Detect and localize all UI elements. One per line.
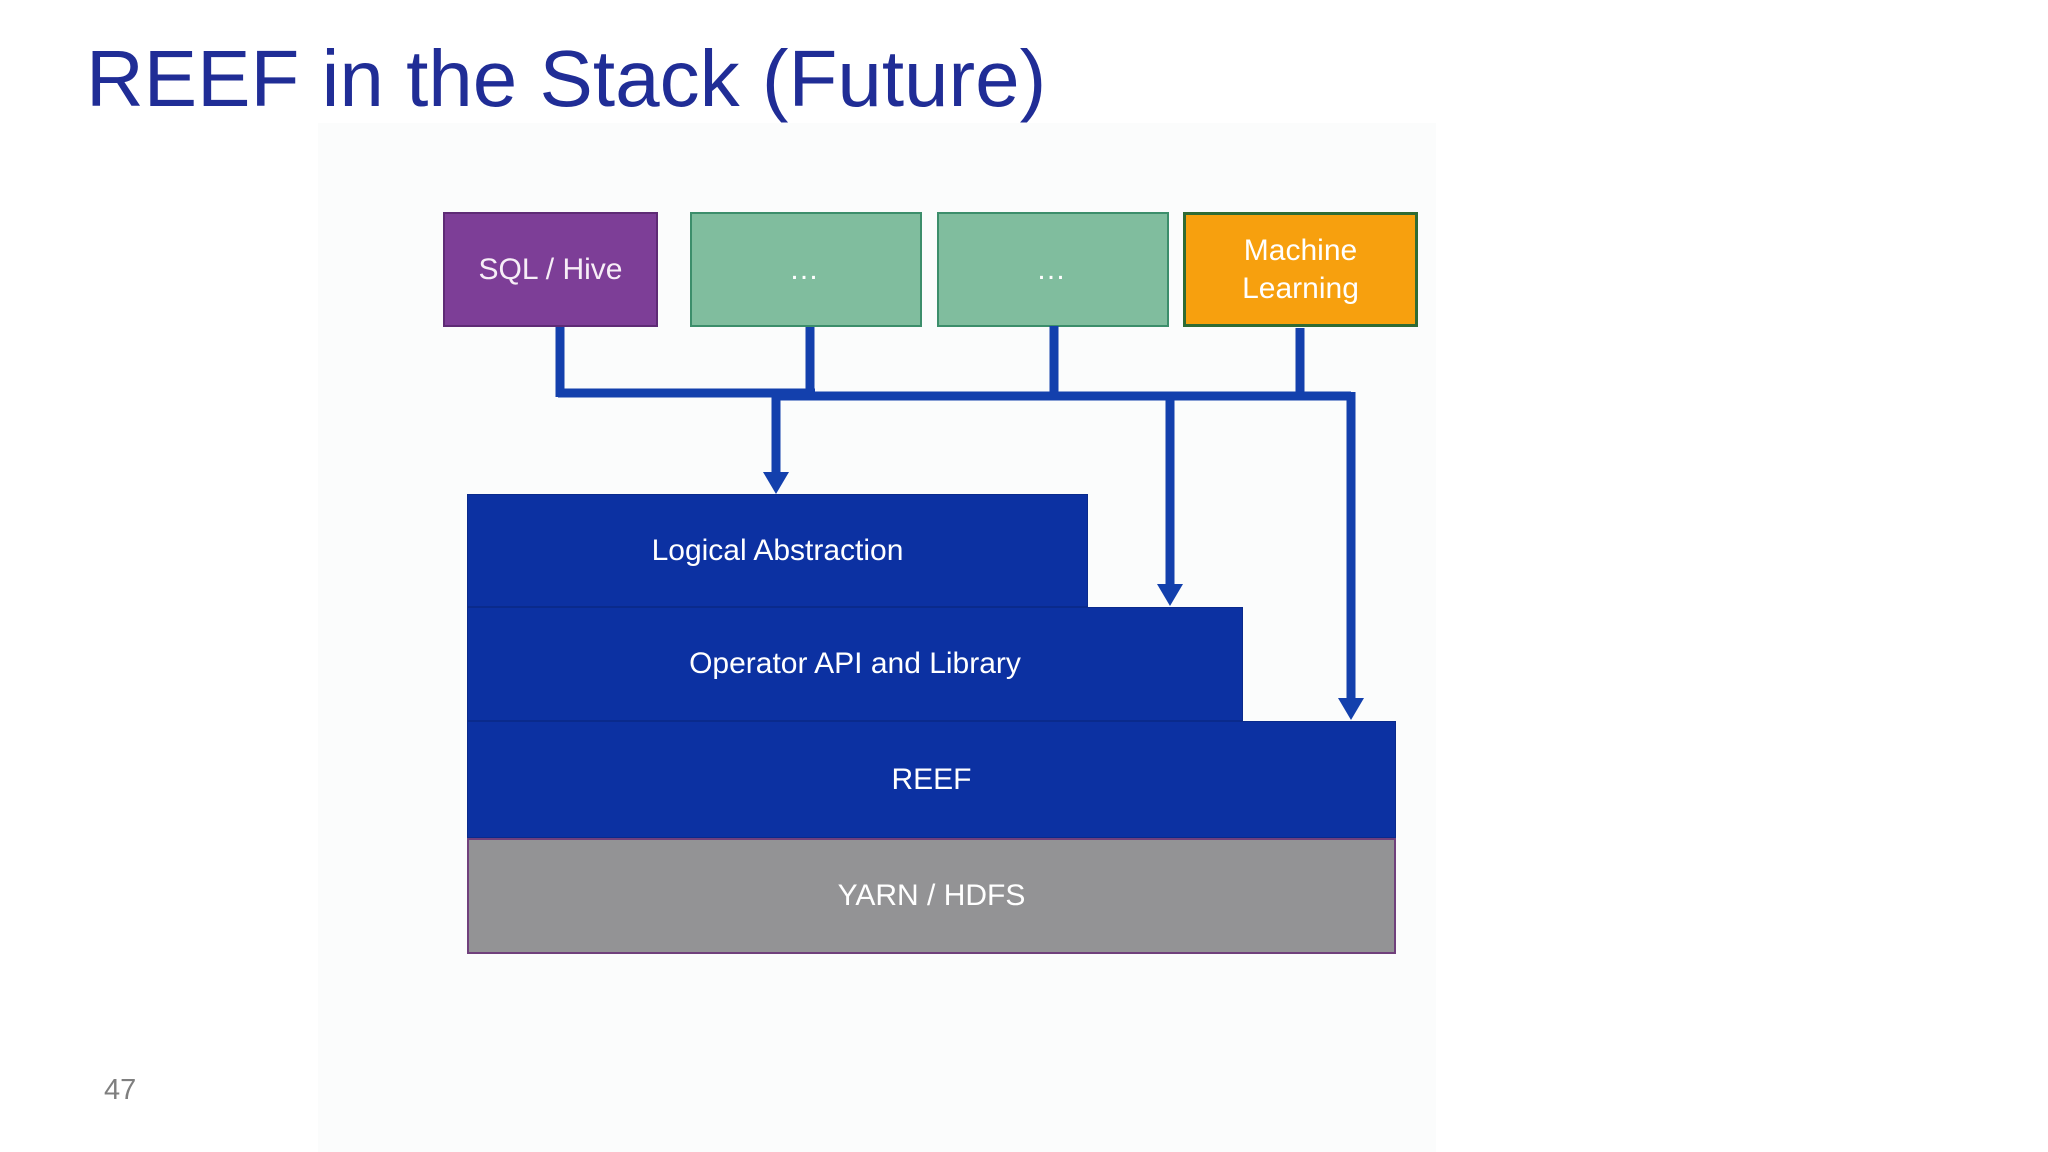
- page-number: 47: [104, 1074, 137, 1106]
- layer-yarn-hdfs: YARN / HDFS: [467, 838, 1396, 954]
- layer-reef: REEF: [467, 721, 1396, 838]
- layer-operator-api: Operator API and Library: [467, 607, 1243, 721]
- box-machine-learning: Machine Learning: [1183, 212, 1418, 327]
- layer-yarn-hdfs-label: YARN / HDFS: [837, 879, 1026, 912]
- box-sql-hive-label: SQL / Hive: [478, 252, 623, 286]
- layer-reef-label: REEF: [891, 762, 972, 796]
- box-placeholder-2: …: [937, 212, 1169, 327]
- box-placeholder-2-label: …: [1036, 252, 1070, 286]
- layer-operator-api-label: Operator API and Library: [689, 647, 1021, 680]
- box-machine-learning-label: Machine Learning: [1242, 234, 1359, 305]
- box-placeholder-1-label: …: [789, 252, 823, 286]
- box-sql-hive: SQL / Hive: [443, 212, 658, 327]
- layer-logical-abstraction-label: Logical Abstraction: [651, 533, 904, 567]
- box-placeholder-1: …: [690, 212, 922, 327]
- slide-title: REEF in the Stack (Future): [86, 34, 1047, 123]
- layer-logical-abstraction: Logical Abstraction: [467, 494, 1088, 607]
